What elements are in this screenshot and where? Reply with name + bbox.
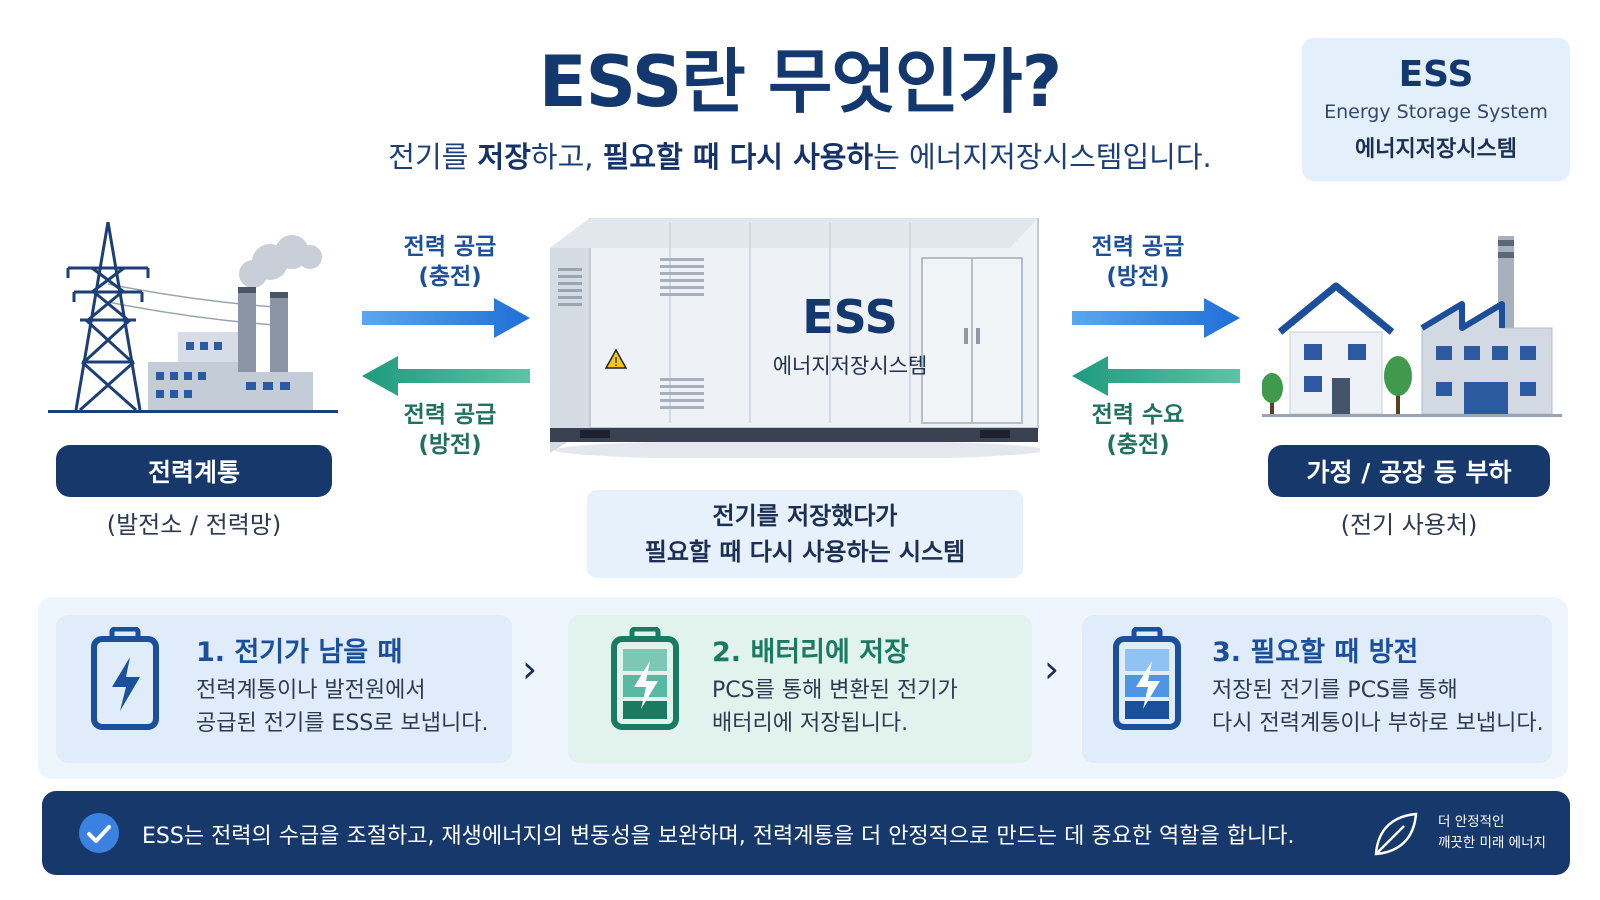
center-note-line: 전기를 저장했다가	[712, 502, 898, 530]
step-desc-line: 저장된 전기를 PCS를 통해	[1212, 678, 1458, 703]
subtitle-part: 필요할 때 다시 사용하	[602, 140, 874, 174]
load-label: 가정 / 공장 등 부하	[1268, 445, 1550, 497]
svg-text:!: !	[614, 355, 619, 369]
charge-arrow-left	[1072, 356, 1240, 396]
footer-tagline: 더 안정적인 깨끗한 미래 에너지	[1438, 812, 1546, 854]
step-desc-1: 전력계통이나 발전원에서 공급된 전기를 ESS로 보냅니다.	[196, 674, 488, 740]
arrow-label-line: 전력 공급	[403, 402, 497, 428]
arrow-label-line: 전력 공급	[1091, 234, 1185, 260]
grid-caption: (발전소 / 전력망)	[106, 511, 282, 539]
step-title-2: 2. 배터리에 저장	[712, 637, 909, 668]
power-grid-illustration	[48, 222, 338, 413]
page-subtitle: 전기를 저장하고, 필요할 때 다시 사용하는 에너지저장시스템입니다.	[0, 134, 1600, 176]
arrow-label-line: (충전)	[418, 264, 482, 290]
ess-container-illustration: !	[550, 218, 1040, 458]
chevron-right-icon: ›	[522, 647, 538, 691]
arrow-label-left-top: 전력 공급 (충전)	[380, 232, 520, 292]
subtitle-part: 전기를	[388, 140, 478, 174]
charge-arrow-right	[362, 298, 530, 338]
tree-icon	[1262, 356, 1412, 414]
subtitle-part: 저장	[477, 140, 531, 174]
step-desc-2: PCS를 통해 변환된 전기가 배터리에 저장됩니다.	[712, 674, 958, 740]
footer-tag-line: 더 안정적인	[1438, 814, 1505, 830]
center-note-line: 필요할 때 다시 사용하는 시스템	[644, 538, 966, 566]
step-desc-line: 다시 전력계통이나 부하로 보냅니다.	[1212, 711, 1544, 736]
arrow-label-right-top: 전력 공급 (방전)	[1068, 232, 1208, 292]
battery-storage-icon	[611, 627, 679, 730]
arrow-label-line: (방전)	[1106, 264, 1170, 290]
container-title: ESS	[802, 290, 898, 344]
footer-tag-line: 깨끗한 미래 에너지	[1438, 835, 1546, 851]
step-title-1: 1. 전기가 남을 때	[196, 637, 403, 668]
grid-label: 전력계통	[56, 445, 332, 497]
footer-text: ESS는 전력의 수급을 조절하고, 재생에너지의 변동성을 보완하며, 전력계…	[142, 824, 1295, 849]
step-desc-line: 배터리에 저장됩니다.	[712, 711, 909, 736]
definition-card: ESS Energy Storage System 에너지저장시스템	[1302, 38, 1570, 181]
definition-abbr: ESS	[1398, 54, 1474, 95]
subtitle-part: 하고,	[530, 140, 603, 174]
battery-charging-icon	[91, 627, 159, 730]
page-title: ESS란 무엇인가?	[538, 41, 1062, 123]
leaf-icon	[1374, 812, 1418, 856]
step-desc-line: 전력계통이나 발전원에서	[196, 678, 426, 703]
discharge-arrow-right	[1072, 298, 1240, 338]
battery-discharge-icon	[1113, 627, 1181, 730]
footer-banner	[42, 791, 1570, 875]
arrow-label-line: (방전)	[418, 432, 482, 458]
arrow-label-right-bottom: 전력 수요 (충전)	[1068, 400, 1208, 460]
smoke-icon	[239, 235, 322, 288]
discharge-arrow-left	[362, 356, 530, 396]
load-caption: (전기 사용처)	[1340, 511, 1478, 539]
warning-icon: !	[604, 348, 628, 369]
arrow-label-line: (충전)	[1106, 432, 1170, 458]
step-title-3: 3. 필요할 때 방전	[1212, 637, 1419, 668]
center-note: 전기를 저장했다가 필요할 때 다시 사용하는 시스템	[587, 490, 1023, 578]
arrow-label-left-bottom: 전력 공급 (방전)	[380, 400, 520, 460]
step-desc-line: 공급된 전기를 ESS로 보냅니다.	[196, 711, 489, 736]
subtitle-part: 는 에너지저장시스템입니다.	[873, 140, 1212, 174]
house-icon	[1277, 282, 1395, 415]
definition-korean: 에너지저장시스템	[1355, 137, 1517, 162]
arrow-label-line: 전력 수요	[1091, 402, 1185, 428]
power-plant-icon	[148, 287, 313, 412]
transmission-tower-icon	[66, 222, 150, 412]
container-subtitle: 에너지저장시스템	[772, 354, 928, 378]
load-illustration	[1262, 236, 1562, 417]
vent-icon	[558, 268, 582, 306]
chevron-right-icon: ›	[1044, 647, 1060, 691]
arrow-label-line: 전력 공급	[403, 234, 497, 260]
step-desc-3: 저장된 전기를 PCS를 통해 다시 전력계통이나 부하로 보냅니다.	[1212, 674, 1544, 740]
factory-icon	[1420, 236, 1553, 415]
check-circle-icon	[79, 813, 119, 853]
step-desc-line: PCS를 통해 변환된 전기가	[712, 678, 958, 703]
definition-english: Energy Storage System	[1324, 101, 1548, 123]
